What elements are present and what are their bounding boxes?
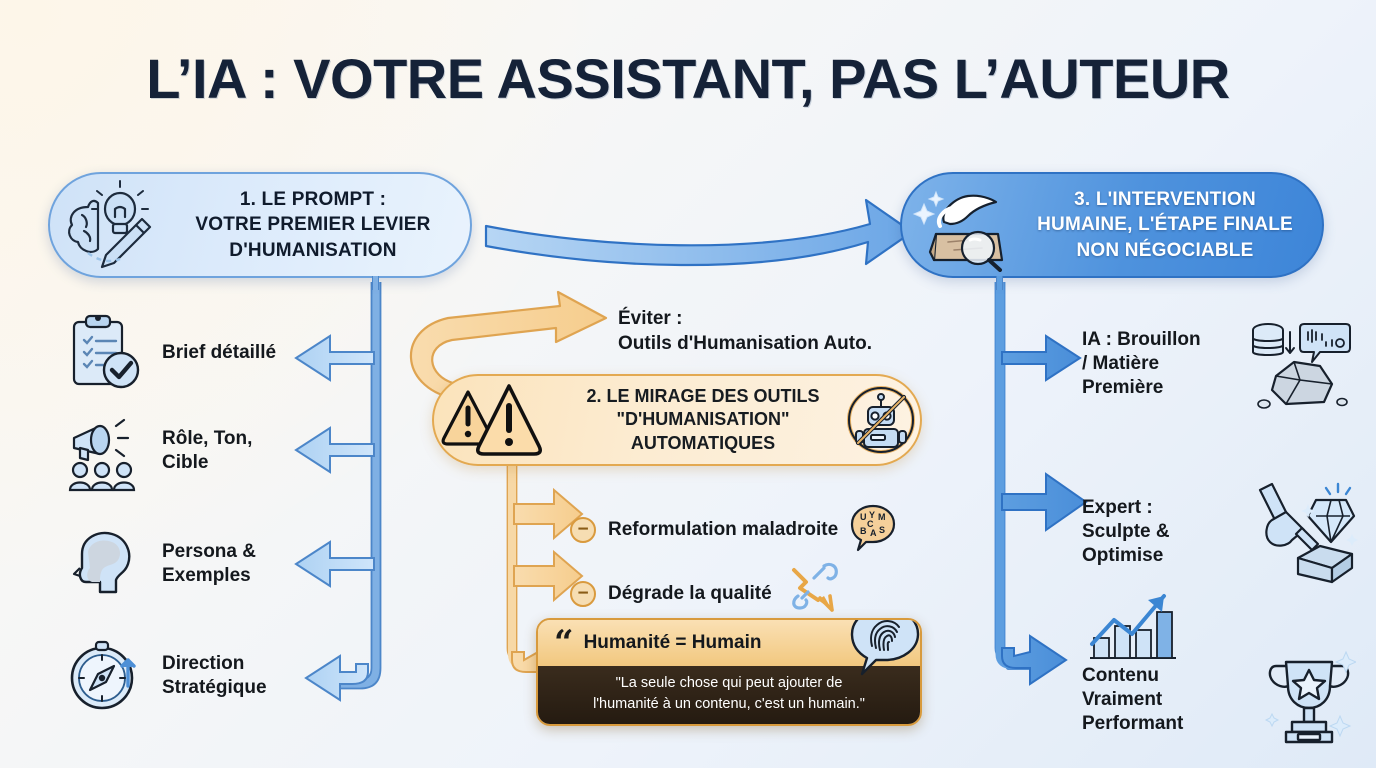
right-item-performance[interactable]: Contenu Vraiment Performant [1082,648,1356,752]
brain-lightbulb-pencil-icon [50,179,170,271]
svg-text:M: M [878,512,886,522]
step-1-title: 1. LE PROMPT : VOTRE PREMIER LEVIER D'HU… [195,189,431,261]
quote-card[interactable]: “ Humanité = Humain "La seule chose qui … [536,618,922,726]
svg-text:U: U [860,512,867,522]
broken-link-down-arrow-icon [784,558,846,621]
center-item-reformulation-label: Reformulation maladroite [608,518,839,540]
left-item-persona[interactable]: Persona & Exemples [62,524,256,604]
left-item-role[interactable]: Rôle, Ton, Cible [62,408,252,494]
left-item-brief-label: Brief détaillé [162,342,277,364]
minus-icon: − [570,516,596,543]
minus-icon: − [570,580,596,607]
head-profile-icon [62,524,148,604]
step-1-card[interactable]: 1. LE PROMPT : VOTRE PREMIER LEVIER D'HU… [48,172,472,278]
no-robot-icon [842,383,920,457]
left-branch-arrows [294,282,382,702]
hand-polishing-stone-magnifier-icon [902,178,1022,272]
page-title: L’IA : VOTRE ASSISTANT, PAS L’AUTEUR [146,47,1230,110]
pill1-stub [372,276,379,290]
left-item-brief[interactable]: Brief détaillé [62,312,276,394]
clipboard-check-icon [62,312,148,394]
avoid-note: Éviter : Outils d'Humanisation Auto. [618,308,872,355]
database-rock-icon [1246,318,1354,410]
chisel-diamond-icon [1246,480,1358,584]
svg-text:A: A [870,528,877,538]
svg-text:Y: Y [869,510,875,520]
right-branch-arrows [994,282,1088,686]
svg-text:B: B [860,526,867,536]
quote-mark-icon: “ [554,622,574,663]
quote-body: "La seule chose qui peut ajouter de l'hu… [538,666,920,724]
step-2-title: 2. LE MIRAGE DES OUTILS "D'HUMANISATION"… [586,385,820,453]
right-item-expert-label: Expert : Sculpte & Optimise [1082,497,1170,566]
quote-header: “ Humanité = Humain [538,620,920,676]
megaphone-audience-icon [62,408,148,494]
fingerprint-bubble-icon [846,620,920,687]
svg-text:C: C [867,519,874,529]
center-item-quality[interactable]: − Dégrade la qualité [570,562,846,621]
right-item-performance-label: Contenu Vraiment Performant [1082,665,1184,734]
left-item-direction[interactable]: Direction Stratégique [62,634,267,718]
step-2-card[interactable]: 2. LE MIRAGE DES OUTILS "D'HUMANISATION"… [432,374,922,466]
arrow-pill1-to-pill3 [484,198,914,267]
left-item-role-label: Rôle, Ton, Cible [162,428,253,473]
right-item-expert[interactable]: Expert : Sculpte & Optimise [1082,480,1358,584]
compass-icon [62,634,148,718]
pill3-stub [996,276,1003,290]
step-3-card[interactable]: 3. L'INTERVENTION HUMAINE, L'ÉTAPE FINAL… [900,172,1324,278]
step-3-title: 3. L'INTERVENTION HUMAINE, L'ÉTAPE FINAL… [1037,189,1293,261]
svg-text:S: S [879,525,885,535]
right-item-draft[interactable]: IA : Brouillon / Matière Première [1082,318,1354,410]
left-item-direction-label: Direction Stratégique [162,653,267,698]
growth-chart-icon [1080,586,1184,671]
warning-triangle-icon [434,376,560,464]
center-item-quality-label: Dégrade la qualité [608,582,772,604]
quote-title: Humanité = Humain [583,632,762,653]
growth-chart-trophy-icon [1246,648,1356,752]
right-item-draft-label: IA : Brouillon / Matière Première [1082,329,1201,398]
left-item-persona-label: Persona & Exemples [162,541,256,586]
